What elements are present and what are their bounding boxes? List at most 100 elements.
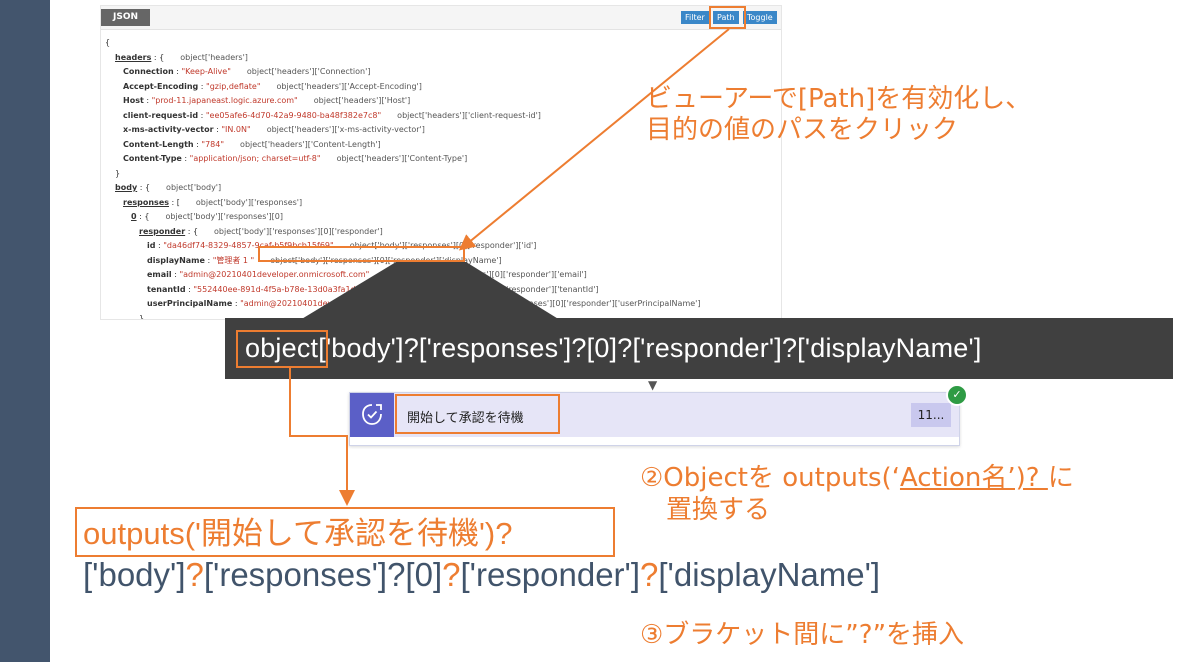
json-path[interactable]: object['body']['responses'][0] [165, 212, 284, 221]
json-line: } [139, 313, 145, 320]
success-check-icon: ✓ [946, 384, 968, 406]
json-line: responder : {object['body']['responses']… [139, 226, 383, 238]
json-path[interactable]: object['body']['responses'][0]['responde… [349, 241, 537, 250]
json-separator: : { [136, 212, 150, 221]
json-path[interactable]: object['headers']['Accept-Encoding'] [276, 81, 422, 91]
action-card-badge: 11... [911, 403, 951, 427]
json-path[interactable]: object['body']['responses'][0]['responde… [445, 299, 701, 308]
json-line: Host : "prod-11.japaneast.logic.azure.co… [123, 95, 410, 107]
json-value: "prod-11.japaneast.logic.azure.com" [151, 96, 298, 105]
path-button[interactable]: Path [713, 11, 739, 24]
json-line: headers : { object['headers'] [115, 52, 248, 64]
json-key[interactable]: client-request-id [123, 110, 199, 120]
json-key[interactable]: Connection [123, 67, 174, 76]
arrow-object-to-outputs [289, 368, 355, 506]
json-value: "admin@20210401developer.onmicrosoft.com… [179, 270, 370, 279]
annotation-insert-question: ③ブラケット間に”?”を挿入 [640, 620, 965, 650]
annotation-replace-object: ②Objectを outputs(‘Action名’)? に 置換する [640, 462, 1074, 526]
json-line: 0 : { object['body']['responses'][0] [131, 211, 283, 223]
chevron-down-icon: ▼ [648, 378, 658, 392]
json-path[interactable]: object['body']['responses'][0]['responde… [385, 284, 599, 294]
json-line: userPrincipalName : "admin@20210401devel… [147, 298, 700, 310]
json-value: "da46df74-8329-4857-9caf-b5f9bcb15f69" [163, 241, 334, 250]
json-line: id : "da46df74-8329-4857-9caf-b5f9bcb15f… [147, 240, 536, 252]
json-path[interactable]: object['body']['responses'][0]['responde… [385, 270, 587, 279]
json-line: responses : [object['body']['responses'] [123, 197, 302, 209]
json-key[interactable]: tenantId [147, 284, 186, 294]
action-icon-box [350, 393, 394, 437]
json-key[interactable]: responses [123, 197, 169, 207]
json-colon: : [213, 125, 222, 134]
annotation-line: 置換する [666, 495, 771, 525]
json-key[interactable]: id [147, 241, 156, 250]
json-value: "application/json; charset=utf-8" [189, 154, 321, 163]
json-path[interactable]: object['body'] [166, 183, 222, 192]
json-tab[interactable]: JSON [101, 9, 151, 26]
json-colon: : [198, 81, 207, 91]
json-value: "784" [201, 139, 225, 149]
json-key[interactable]: headers [115, 52, 152, 62]
json-separator: : { [151, 52, 165, 62]
action-name-highlight [395, 394, 560, 434]
json-line: body : {object['body'] [115, 182, 221, 194]
json-path[interactable]: object['body']['responses'] [195, 197, 303, 207]
json-value: "ee05afe6-4d70-42a9-9480-ba48f382e7c8" [205, 110, 382, 120]
action-card-title: 開始して承認を待機 [407, 411, 524, 426]
outputs-expression: outputs('開始して承認を待機')? [83, 516, 513, 551]
json-key[interactable]: displayName [147, 255, 205, 265]
approval-action-card[interactable]: 開始して承認を待機 11... [349, 392, 960, 446]
json-colon: : [204, 255, 213, 265]
toggle-button[interactable]: Toggle [743, 11, 777, 24]
json-path[interactable]: object['headers'] [180, 52, 248, 62]
path-button-highlight [709, 6, 746, 29]
json-brace: } [115, 168, 121, 178]
json-value: "552440ee-891d-4f5a-b78e-13d0a3fa1dd4" [193, 284, 370, 294]
json-path[interactable]: object['body']['responses'][0]['responde… [214, 226, 383, 236]
json-path[interactable]: object['headers']['Content-Type'] [336, 154, 468, 163]
annotation-line: 目的の値のパスをクリック [646, 115, 959, 145]
bracket-token: ['displayName'] [658, 556, 881, 593]
json-line: } [115, 168, 120, 180]
json-colon: : [198, 110, 206, 120]
object-keyword-highlight [236, 330, 328, 368]
json-key[interactable]: x-ms-activity-vector [123, 125, 214, 134]
outputs-expression-highlight [75, 507, 615, 557]
json-path[interactable]: object['headers']['Content-Length'] [240, 139, 381, 149]
json-line: Accept-Encoding : "gzip,deflate"object['… [123, 81, 422, 93]
json-key[interactable]: responder [139, 226, 186, 236]
left-accent-bar [0, 0, 50, 662]
json-colon: : [155, 241, 164, 250]
json-value: "admin@20210401developer.onmicrosoft.com… [240, 299, 430, 308]
json-viewer-panel: JSON Filter Path Toggle { headers : { obje… [100, 5, 782, 320]
json-brace: { [105, 38, 111, 47]
filter-button[interactable]: Filter [681, 11, 709, 24]
json-path[interactable]: object['headers']['x-ms-activity-vector'… [266, 125, 425, 134]
action-card-header [350, 393, 959, 437]
json-path[interactable]: object['headers']['Host'] [313, 96, 411, 105]
bracket-token: [0] [405, 556, 443, 593]
json-path[interactable]: object['headers']['Connection'] [246, 67, 371, 76]
json-viewer-header: JSON Filter Path Toggle [101, 6, 781, 30]
json-line: Content-Type : "application/json; charse… [123, 153, 467, 165]
json-key[interactable]: body [115, 183, 138, 192]
json-line: client-request-id : "ee05afe6-4d70-42a9-… [123, 110, 541, 122]
displayname-path-highlight [258, 246, 465, 262]
json-key[interactable]: Content-Length [123, 139, 194, 149]
question-mark-token: ? [442, 556, 461, 593]
json-line: x-ms-activity-vector : "IN.0N"object['he… [123, 124, 425, 136]
json-brace: } [139, 313, 145, 320]
bracket-expression: ['body']?['responses']?[0]?['responder']… [83, 556, 880, 594]
json-colon: : [185, 284, 194, 294]
annotation-line: ビューアーで[Path]を有効化し、 [646, 84, 1032, 114]
annotation-enable-path: ビューアーで[Path]を有効化し、 目的の値のパスをクリック [646, 84, 1031, 146]
json-key[interactable]: email [147, 270, 172, 279]
json-key[interactable]: Content-Type [123, 154, 182, 163]
json-key[interactable]: userPrincipalName [147, 299, 233, 308]
json-key[interactable]: 0 [131, 212, 137, 221]
json-path[interactable]: object['headers']['client-request-id'] [397, 110, 541, 120]
json-colon: : [232, 299, 241, 308]
json-key[interactable]: Host [123, 96, 144, 105]
json-colon: : [193, 139, 202, 149]
bracket-token: ['responses'] [203, 556, 388, 593]
json-key[interactable]: Accept-Encoding [123, 81, 199, 91]
